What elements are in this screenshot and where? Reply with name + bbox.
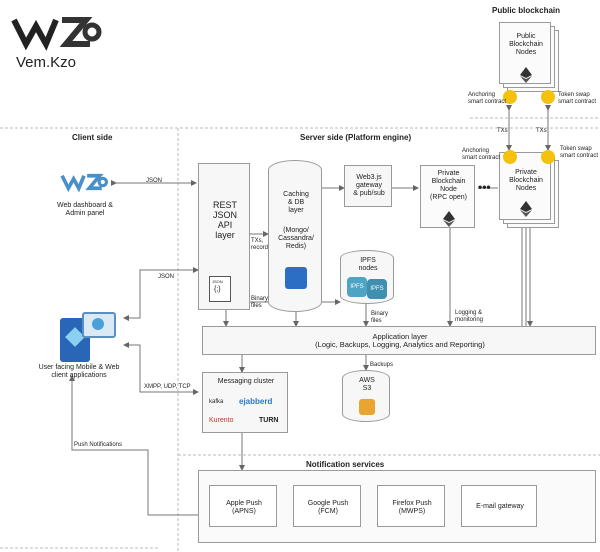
turn-logo: TURN [259,417,279,424]
aws-s3: AWS S3 [342,370,390,422]
ejabberd-logo: ejabberd [239,397,273,406]
private-nodes-label: Private Blockchain Nodes [509,169,543,192]
section-client-side: Client side [72,133,113,142]
notification-fcm: Google Push (FCM) [293,485,361,527]
brand-logo-icon [11,17,102,51]
token-swap-contract-icon-top [541,90,555,104]
section-server-side: Server side (Platform engine) [300,133,412,142]
kurento-logo: Kurento [209,417,234,424]
token-swap-label-top: Token swap smart contract [558,92,597,105]
caching-label: Caching & DB layer [283,191,309,214]
backups-label: Backups [370,362,394,368]
kafka-logo: kafka [209,399,224,405]
binary-files-label-1: Binary files [251,296,269,309]
binary-files-label-2: Binary files [371,311,389,324]
caching-db-layer: Caching & DB layer (Mongo/ Cassandra/ Re… [268,160,322,312]
txs-records-label: TXs, records [251,238,272,251]
push-notifications-label: Push Notifications [74,442,123,448]
private-node-rpc-label: Private Blockchain Node (RPC open) [430,170,467,201]
ipfs-icon: IPFS [347,277,367,297]
application-layer: Application layer (Logic, Backups, Loggi… [202,326,596,355]
json-label-2: JSON [158,274,175,280]
txs-label-2: TXs [536,128,547,134]
ethereum-icon [443,211,455,227]
notification-label: E-mail gateway [476,503,524,510]
database-icon [285,267,307,289]
private-node-rpc: Private Blockchain Node (RPC open) [420,165,475,228]
notification-mwps: Firefox Push (MWPS) [377,485,445,527]
messaging-label: Messaging cluster [217,378,275,385]
anchoring-label-top: Anchoring smart contract [468,92,507,105]
rest-api-label: REST JSON API layer [212,200,237,240]
s3-bucket-icon [359,399,375,415]
anchoring-contract-icon-bottom [503,150,517,164]
brand-name: Vem.Kzo [16,54,77,71]
rest-json-api-layer: REST JSON API layer JSON {;} [198,163,250,310]
web3-gateway: Web3.js gateway & pub/sub [344,165,392,207]
application-layer-label: Application layer (Logic, Backups, Loggi… [315,332,485,349]
aws-label: AWS S3 [359,377,375,392]
token-swap-contract-icon-bottom [541,150,555,164]
ethereum-icon [520,67,532,83]
token-swap-label-bottom: Token swap smart contract [560,146,599,159]
caching-sub-label: (Mongo/ Cassandra/ Redis) [278,227,314,250]
ipfs-icon: IPFS [367,279,387,299]
web3-label: Web3.js gateway & pub/sub [353,174,385,197]
public-blockchain-nodes: Public Blockchain Nodes [499,22,551,84]
more-nodes-ellipsis: ••• [478,180,491,194]
ethereum-icon [520,201,532,217]
web-app-icon [82,312,116,338]
anchoring-label-bottom: Anchoring smart contract [462,148,501,161]
dashboard-logo-icon [60,173,108,193]
ipfs-label: IPFS nodes [358,257,378,272]
section-notification-services: Notification services [306,460,385,469]
xmpp-label: XMPP, UDP, TCP [144,384,191,390]
notification-label: Firefox Push (MWPS) [392,500,432,515]
anchoring-contract-icon-top [503,90,517,104]
json-label-1: JSON [146,178,163,184]
notification-email: E-mail gateway [461,485,537,527]
dashboard-label: Web dashboard & Admin panel [57,202,113,217]
json-file-icon: JSON {;} [209,276,231,302]
section-public-blockchain: Public blockchain [492,6,561,15]
ipfs-nodes: IPFS nodes IPFS IPFS [340,250,394,304]
notification-label: Apple Push (APNS) [226,500,262,515]
logging-label: Logging & monitoring [455,310,484,323]
txs-label-1: TXs [497,128,508,134]
messaging-cluster: Messaging cluster kafka ejabberd Kurento… [202,372,288,433]
notification-label: Google Push (FCM) [307,500,349,515]
notification-apns: Apple Push (APNS) [209,485,277,527]
notification-services-container: Apple Push (APNS) Google Push (FCM) Fire… [198,470,596,543]
client-apps-label: User facing Mobile & Web client applicat… [38,364,120,379]
json-file-caption: JSON [212,279,223,284]
public-nodes-label: Public Blockchain Nodes [509,33,543,56]
